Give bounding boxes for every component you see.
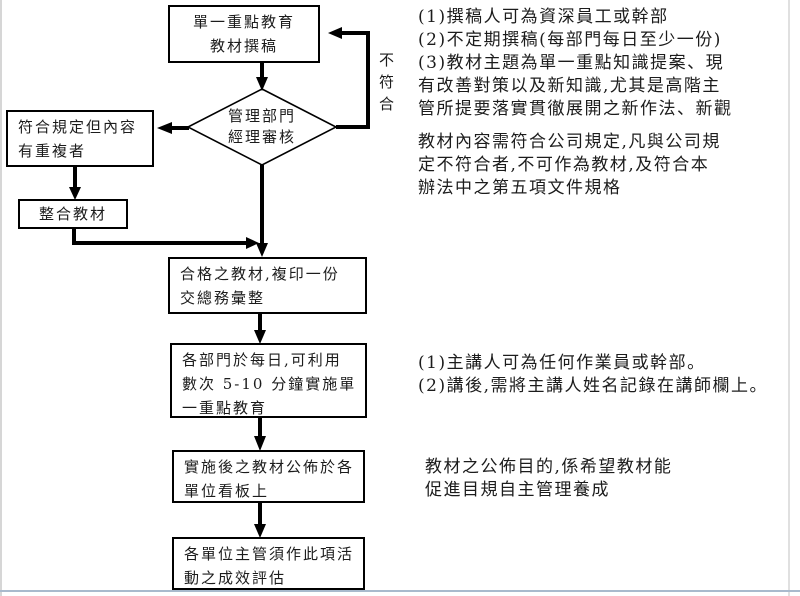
node-evaluate-line1: 各單位主管須作此項活: [184, 545, 355, 563]
node-qualified: 合格之教材,複印一份 交總務彙整: [168, 257, 367, 314]
node-publish-line1: 實施後之教材公佈於各: [184, 458, 355, 476]
publish-purpose-line: 教材之公佈目的,係希望教材能: [425, 457, 673, 477]
top-notes-line: (2)不定期撰稿(每部門每日至少一份): [418, 30, 722, 50]
arrowhead-publish-to-evaluate: [254, 524, 266, 538]
node-daily: 各部門於每日,可利用 數次 5-10 分鐘實施單 一重點教育: [170, 343, 367, 418]
node-qualified-line1: 合格之教材,複印一份: [180, 265, 340, 283]
node-review-line1: 管理部門: [227, 107, 296, 125]
node-draft: 單一重點教育 教材撰稿: [168, 5, 320, 63]
node-daily-line3: 一重點教育: [182, 399, 268, 417]
node-integrate: 整合教材: [18, 199, 128, 229]
top-notes-line: 有改善對策以及新知識,尤其是高階主: [418, 76, 721, 96]
annotation-speaker-notes: (1)主講人可為任何作業員或幹部。 (2)講後,需將主講人姓名記錄在講師欄上。: [418, 352, 768, 398]
arrow-review-feedback-to-draft: [336, 31, 370, 129]
node-draft-line1: 單一重點教育: [192, 13, 295, 31]
arrowhead-review-to-duplicate: [157, 122, 172, 134]
node-qualified-line2: 交總務彙整: [180, 289, 266, 307]
speaker-notes-line: (1)主講人可為任何作業員或幹部。: [418, 353, 706, 373]
node-daily-line1: 各部門於每日,可利用: [182, 351, 342, 369]
arrowhead-review-to-qualified: [256, 243, 268, 257]
arrow-integrate-to-mainflow: [72, 228, 246, 245]
top-notes-line: (3)教材主題為單一重點知識提案、現: [418, 53, 725, 73]
arrowhead-review-feedback-to-draft: [328, 27, 342, 39]
node-review-line2: 經理審核: [227, 128, 296, 146]
node-duplicate-line2: 有重複者: [18, 142, 87, 160]
right-edge-rule: [788, 0, 790, 596]
top-notes-line: (1)撰稿人可為資深員工或幹部: [418, 7, 669, 27]
publish-purpose-line: 促進目規自主管理養成: [425, 480, 610, 500]
arrowhead-integrate-to-mainflow: [246, 237, 259, 249]
node-publish: 實施後之教材公佈於各 單位看板上: [172, 450, 365, 503]
content-rule-line: 定不符合者,不可作為教材,及符合本: [418, 155, 710, 175]
node-publish-line2: 單位看板上: [184, 482, 270, 500]
node-evaluate: 各單位主管須作此項活 動之成效評估: [172, 537, 365, 590]
arrowhead-duplicate-to-integrate: [69, 187, 81, 200]
node-duplicate: 符合規定但內容 有重複者: [6, 110, 154, 167]
speaker-notes-line: (2)講後,需將主講人姓名記錄在講師欄上。: [418, 376, 768, 396]
annotation-top-notes: (1)撰稿人可為資深員工或幹部 (2)不定期撰稿(每部門每日至少一份) (3)教…: [418, 6, 733, 121]
annotation-content-rule: 教材內容需符合公司規定,凡與公司規 定不符合者,不可作為教材,及符合本 辦法中之…: [418, 131, 721, 200]
bottom-edge-rule: [0, 590, 800, 592]
node-evaluate-line2: 動之成效評估: [184, 569, 287, 587]
top-notes-line: 管所提要落實貫徹展開之新作法、新觀: [418, 99, 733, 119]
node-integrate-line1: 整合教材: [38, 205, 107, 223]
node-review: 管理部門 經理審核: [188, 106, 336, 148]
node-duplicate-line1: 符合規定但內容: [18, 118, 138, 136]
arrowhead-draft-to-review: [256, 77, 268, 91]
edge-label-not-conform: 不符合: [377, 52, 395, 118]
content-rule-line: 教材內容需符合公司規定,凡與公司規: [418, 132, 721, 152]
content-rule-line: 辦法中之第五項文件規格: [418, 178, 622, 198]
arrowhead-daily-to-publish: [254, 436, 266, 451]
annotation-publish-purpose: 教材之公佈目的,係希望教材能 促進目規自主管理養成: [425, 456, 672, 502]
node-daily-line2: 數次 5-10 分鐘實施單: [182, 375, 357, 393]
left-edge-rule: [0, 0, 2, 596]
node-draft-line2: 教材撰稿: [209, 37, 278, 55]
arrowhead-qualified-to-daily: [254, 330, 266, 344]
